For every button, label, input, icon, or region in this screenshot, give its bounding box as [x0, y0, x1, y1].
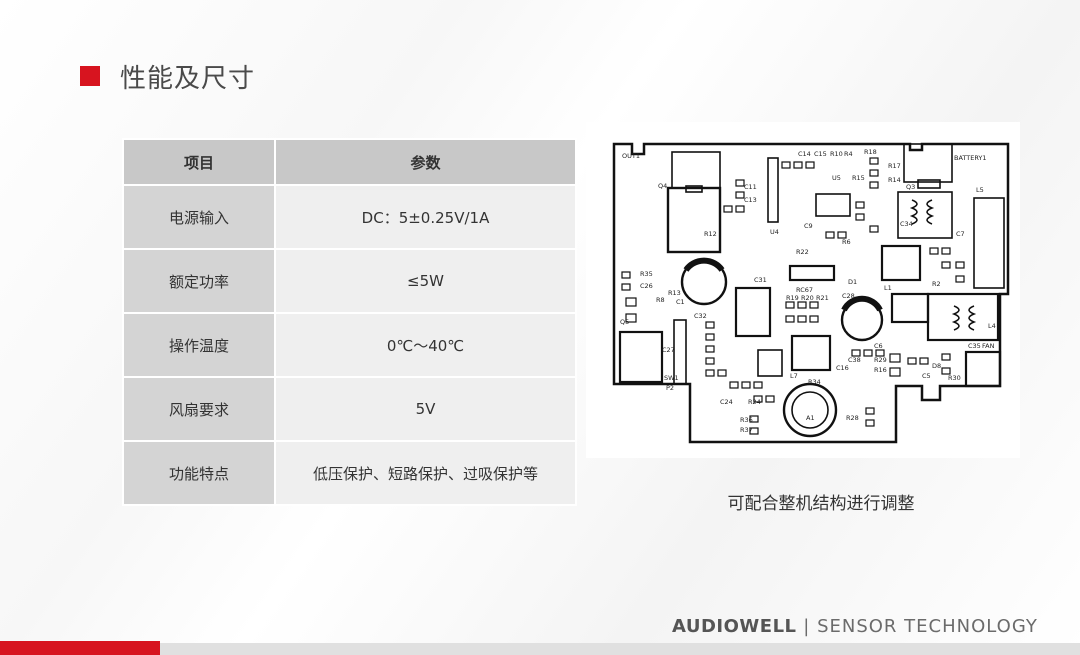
- pcb-label-r2: R2: [932, 280, 941, 288]
- page-title: 性能及尺寸: [120, 64, 256, 94]
- pcb-label-q4: Q4: [658, 182, 667, 190]
- pcb-label-r21: R21: [816, 294, 829, 302]
- pcb-label-r16: R16: [874, 366, 887, 374]
- pcb-label-r20: R20: [801, 294, 814, 302]
- pcb-label-c16: C16: [836, 364, 849, 372]
- column-header-param: 参数: [274, 138, 577, 186]
- pcb-label-c38: C38: [848, 356, 861, 364]
- pcb-label-r10: R10: [830, 150, 843, 158]
- brand-name: AUDIOWELL: [672, 616, 797, 637]
- pcb-label-c32: C32: [694, 312, 707, 320]
- pcb-label-battery1: BATTERY1: [954, 154, 987, 162]
- pcb-label-q5: Q5: [620, 318, 629, 326]
- pcb-caption: 可配合整机结构进行调整: [727, 494, 915, 514]
- pcb-label-r8: R8: [656, 296, 665, 304]
- table-row: 额定功率 ≤5W: [122, 248, 577, 314]
- row-value: 0℃～40℃: [274, 312, 577, 378]
- pcb-label-r6: R6: [842, 238, 851, 246]
- footer-bar: [160, 643, 1080, 655]
- table-row: 电源输入 DC：5±0.25V/1A: [122, 184, 577, 250]
- pcb-label-c5: C5: [922, 372, 931, 380]
- pcb-label-r35: R35: [640, 270, 653, 278]
- pcb-label-r19: R19: [786, 294, 799, 302]
- table-header-row: 项目 参数: [122, 138, 577, 186]
- pcb-label-c14: C14: [798, 150, 811, 158]
- pcb-label-r30: R30: [948, 374, 961, 382]
- pcb-label-r29: R29: [874, 356, 887, 364]
- brand-logo: AUDIOWELL | SENSOR TECHNOLOGY: [672, 616, 1038, 637]
- row-value: 低压保护、短路保护、过吸保护等: [274, 440, 577, 506]
- pcb-label-c9: C9: [804, 222, 813, 230]
- pcb-label-c11: C11: [744, 183, 757, 191]
- pcb-diagram: OUT1 BATTERY1 Q4 Q3 L5 C11 C13 R12 C14 C…: [586, 122, 1020, 458]
- pcb-label-sw1: SW1: [664, 374, 679, 382]
- brand-separator: |: [803, 616, 811, 637]
- table-row: 风扇要求 5V: [122, 376, 577, 442]
- pcb-label-rc67: RC67: [796, 286, 813, 294]
- pcb-label-fan: FAN: [982, 342, 995, 350]
- pcb-label-c1: C1: [676, 298, 685, 306]
- pcb-label-r36: R36: [740, 416, 753, 424]
- pcb-label-c24: C24: [720, 398, 733, 406]
- pcb-label-c6: C6: [874, 342, 883, 350]
- pcb-label-u5: U5: [832, 174, 841, 182]
- pcb-label-c26: C26: [640, 282, 653, 290]
- brand-tagline: SENSOR TECHNOLOGY: [817, 616, 1038, 637]
- pcb-label-l1: L1: [884, 284, 892, 292]
- pcb-label-c35: C35: [968, 342, 981, 350]
- pcb-label-out1: OUT1: [622, 152, 640, 160]
- pcb-label-q3: Q3: [906, 183, 915, 191]
- spec-table: 项目 参数 电源输入 DC：5±0.25V/1A 额定功率 ≤5W 操作温度 0…: [122, 138, 577, 506]
- row-value: 5V: [274, 376, 577, 442]
- pcb-label-l5: L5: [976, 186, 984, 194]
- pcb-label-r28: R28: [846, 414, 859, 422]
- pcb-label-r12: R12: [704, 230, 717, 238]
- pcb-label-l7: L7: [790, 372, 798, 380]
- column-header-item: 项目: [122, 138, 276, 186]
- pcb-label-r15: R15: [852, 174, 865, 182]
- row-key: 额定功率: [122, 248, 276, 314]
- pcb-label-c7: C7: [956, 230, 965, 238]
- row-key: 功能特点: [122, 440, 276, 506]
- pcb-label-c31: C31: [754, 276, 767, 284]
- pcb-label-u4: U4: [770, 228, 779, 236]
- pcb-label-l4: L4: [988, 322, 996, 330]
- row-value: DC：5±0.25V/1A: [274, 184, 577, 250]
- pcb-layout-drawing: OUT1 BATTERY1 Q4 Q3 L5 C11 C13 R12 C14 C…: [612, 142, 1010, 444]
- pcb-label-p2: P2: [666, 384, 674, 392]
- table-row: 功能特点 低压保护、短路保护、过吸保护等: [122, 440, 577, 506]
- pcb-label-c27: C27: [662, 346, 675, 354]
- pcb-label-c34: C34: [900, 220, 913, 228]
- pcb-label-r22: R22: [796, 248, 809, 256]
- table-row: 操作温度 0℃～40℃: [122, 312, 577, 378]
- pcb-label-c13: C13: [744, 196, 757, 204]
- row-key: 操作温度: [122, 312, 276, 378]
- pcb-label-r18: R18: [864, 148, 877, 156]
- pcb-label-c15: C15: [814, 150, 827, 158]
- footer-accent-bar: [0, 641, 160, 655]
- row-key: 电源输入: [122, 184, 276, 250]
- row-key: 风扇要求: [122, 376, 276, 442]
- pcb-label-d8: D8: [932, 362, 941, 370]
- pcb-label-c28: C28: [842, 292, 855, 300]
- pcb-label-r13: R13: [668, 289, 681, 297]
- pcb-label-r24: R24: [748, 398, 761, 406]
- pcb-label-d1: D1: [848, 278, 857, 286]
- pcb-label-a1: A1: [806, 414, 815, 422]
- title-marker: [80, 66, 100, 86]
- pcb-label-r34: R34: [808, 378, 821, 386]
- pcb-label-r37: R37: [740, 426, 753, 434]
- row-value: ≤5W: [274, 248, 577, 314]
- pcb-label-r4: R4: [844, 150, 853, 158]
- pcb-label-r14: R14: [888, 176, 901, 184]
- pcb-label-r17: R17: [888, 162, 901, 170]
